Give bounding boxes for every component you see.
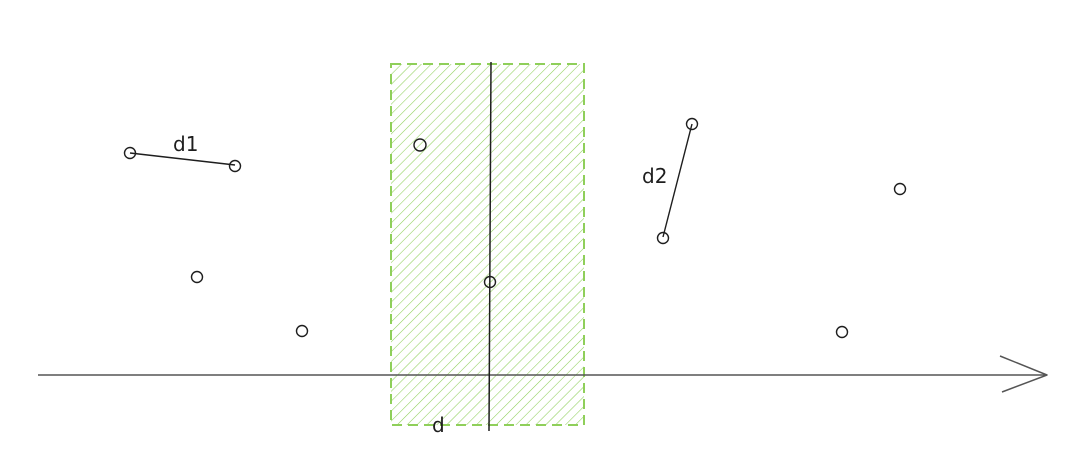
point xyxy=(413,138,427,152)
arrowhead-icon xyxy=(999,355,1048,393)
strip-hatch-fill xyxy=(391,64,584,425)
d2-label: d2 xyxy=(642,164,667,188)
points xyxy=(123,117,907,339)
point xyxy=(835,325,849,339)
d2-segment xyxy=(662,123,693,238)
strip-region xyxy=(390,63,585,426)
x-axis xyxy=(38,355,1048,393)
point xyxy=(190,270,204,284)
point xyxy=(295,324,309,338)
point xyxy=(483,275,497,289)
point xyxy=(123,146,137,160)
d1-label: d1 xyxy=(173,132,198,156)
strip-width-label: d xyxy=(432,413,445,437)
dividing-line xyxy=(488,61,492,432)
strip-dashed-border xyxy=(390,63,585,426)
point xyxy=(656,231,670,245)
point xyxy=(685,117,699,131)
point xyxy=(228,159,242,173)
point xyxy=(893,182,907,196)
d1-segment xyxy=(129,152,236,166)
